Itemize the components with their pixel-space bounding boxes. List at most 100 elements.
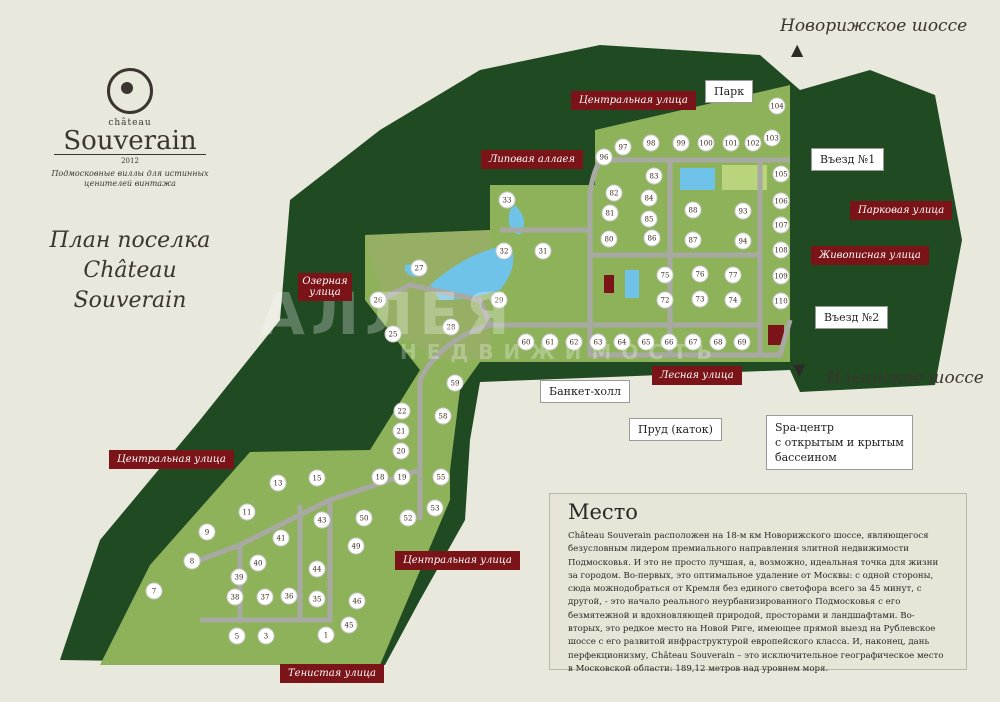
plot-number: 38 bbox=[231, 594, 240, 602]
plot-22[interactable]: 22 bbox=[393, 402, 411, 420]
plot-96[interactable]: 96 bbox=[595, 148, 613, 166]
plot-7[interactable]: 7 bbox=[145, 582, 163, 600]
plot-93[interactable]: 93 bbox=[734, 202, 752, 220]
plot-107[interactable]: 107 bbox=[772, 216, 790, 234]
plot-18[interactable]: 18 bbox=[371, 468, 389, 486]
plot-45[interactable]: 45 bbox=[340, 616, 358, 634]
plot-86[interactable]: 86 bbox=[643, 229, 661, 247]
plot-69[interactable]: 69 bbox=[733, 333, 751, 351]
plot-25[interactable]: 25 bbox=[384, 325, 402, 343]
plot-94[interactable]: 94 bbox=[734, 232, 752, 250]
plot-marker-circle bbox=[709, 333, 727, 351]
plot-106[interactable]: 106 bbox=[772, 192, 790, 210]
plot-81[interactable]: 81 bbox=[601, 204, 619, 222]
plot-20[interactable]: 20 bbox=[392, 442, 410, 460]
plot-32[interactable]: 32 bbox=[495, 242, 513, 260]
plot-39[interactable]: 39 bbox=[230, 568, 248, 586]
plot-58[interactable]: 58 bbox=[434, 407, 452, 425]
plot-72[interactable]: 72 bbox=[656, 291, 674, 309]
plot-88[interactable]: 88 bbox=[684, 201, 702, 219]
plot-103[interactable]: 103 bbox=[763, 129, 781, 147]
plot-marker-circle bbox=[272, 529, 290, 547]
plot-63[interactable]: 63 bbox=[589, 333, 607, 351]
plot-100[interactable]: 100 bbox=[697, 134, 715, 152]
plot-31[interactable]: 31 bbox=[534, 242, 552, 260]
plot-73[interactable]: 73 bbox=[691, 290, 709, 308]
plot-8[interactable]: 8 bbox=[183, 552, 201, 570]
plot-101[interactable]: 101 bbox=[722, 134, 740, 152]
park-pond bbox=[680, 168, 715, 190]
plot-number: 15 bbox=[313, 475, 322, 483]
plot-110[interactable]: 110 bbox=[772, 292, 790, 310]
plot-marker-circle bbox=[763, 129, 781, 147]
plot-55[interactable]: 55 bbox=[432, 468, 450, 486]
plot-75[interactable]: 75 bbox=[656, 266, 674, 284]
plot-68[interactable]: 68 bbox=[709, 333, 727, 351]
plot-15[interactable]: 15 bbox=[308, 469, 326, 487]
plot-marker-circle bbox=[589, 333, 607, 351]
plot-29[interactable]: 29 bbox=[490, 291, 508, 309]
plot-38[interactable]: 38 bbox=[226, 588, 244, 606]
plot-21[interactable]: 21 bbox=[392, 422, 410, 440]
plot-1[interactable]: 1 bbox=[317, 626, 335, 644]
plot-64[interactable]: 64 bbox=[613, 333, 631, 351]
plot-52[interactable]: 52 bbox=[399, 509, 417, 527]
plot-98[interactable]: 98 bbox=[642, 134, 660, 152]
plot-marker-circle bbox=[691, 290, 709, 308]
plot-53[interactable]: 53 bbox=[426, 499, 444, 517]
plot-27[interactable]: 27 bbox=[410, 259, 428, 277]
road-south: Ильинское шоссе bbox=[826, 368, 984, 388]
plot-77[interactable]: 77 bbox=[724, 266, 742, 284]
plot-84[interactable]: 84 bbox=[640, 189, 658, 207]
plot-67[interactable]: 67 bbox=[684, 333, 702, 351]
plot-109[interactable]: 109 bbox=[772, 267, 790, 285]
plot-40[interactable]: 40 bbox=[249, 554, 267, 572]
plot-76[interactable]: 76 bbox=[691, 265, 709, 283]
plot-44[interactable]: 44 bbox=[308, 560, 326, 578]
plot-11[interactable]: 11 bbox=[238, 503, 256, 521]
plot-35[interactable]: 35 bbox=[308, 590, 326, 608]
plot-62[interactable]: 62 bbox=[565, 333, 583, 351]
plot-36[interactable]: 36 bbox=[280, 587, 298, 605]
plot-5[interactable]: 5 bbox=[228, 627, 246, 645]
plot-99[interactable]: 99 bbox=[672, 134, 690, 152]
plot-33[interactable]: 33 bbox=[498, 191, 516, 209]
plot-66[interactable]: 66 bbox=[660, 333, 678, 351]
plot-number: 107 bbox=[774, 222, 787, 230]
plot-41[interactable]: 41 bbox=[272, 529, 290, 547]
plot-82[interactable]: 82 bbox=[605, 184, 623, 202]
plot-37[interactable]: 37 bbox=[256, 588, 274, 606]
plot-60[interactable]: 60 bbox=[517, 333, 535, 351]
plot-3[interactable]: 3 bbox=[257, 627, 275, 645]
plot-19[interactable]: 19 bbox=[393, 468, 411, 486]
plot-104[interactable]: 104 bbox=[768, 97, 786, 115]
plot-number: 94 bbox=[739, 238, 748, 246]
plot-102[interactable]: 102 bbox=[744, 134, 762, 152]
plot-50[interactable]: 50 bbox=[355, 509, 373, 527]
plot-number: 28 bbox=[447, 324, 456, 332]
plot-87[interactable]: 87 bbox=[684, 231, 702, 249]
plot-59[interactable]: 59 bbox=[446, 374, 464, 392]
plot-61[interactable]: 61 bbox=[541, 333, 559, 351]
plot-9[interactable]: 9 bbox=[198, 523, 216, 541]
plot-74[interactable]: 74 bbox=[724, 291, 742, 309]
plot-number: 106 bbox=[774, 198, 788, 206]
callout-banquet-hall: Банкет-холл bbox=[540, 380, 630, 403]
plot-49[interactable]: 49 bbox=[347, 537, 365, 555]
plot-marker-circle bbox=[697, 134, 715, 152]
plot-83[interactable]: 83 bbox=[645, 167, 663, 185]
plot-105[interactable]: 105 bbox=[772, 165, 790, 183]
plot-108[interactable]: 108 bbox=[772, 241, 790, 259]
plot-85[interactable]: 85 bbox=[640, 210, 658, 228]
plot-number: 59 bbox=[451, 380, 460, 388]
plot-28[interactable]: 28 bbox=[442, 318, 460, 336]
plot-46[interactable]: 46 bbox=[348, 592, 366, 610]
plot-80[interactable]: 80 bbox=[600, 230, 618, 248]
plot-65[interactable]: 65 bbox=[637, 333, 655, 351]
plot-number: 83 bbox=[650, 173, 659, 181]
plot-13[interactable]: 13 bbox=[269, 474, 287, 492]
plot-26[interactable]: 26 bbox=[369, 291, 387, 309]
plot-97[interactable]: 97 bbox=[614, 138, 632, 156]
plot-number: 1 bbox=[324, 632, 328, 640]
plot-43[interactable]: 43 bbox=[313, 511, 331, 529]
